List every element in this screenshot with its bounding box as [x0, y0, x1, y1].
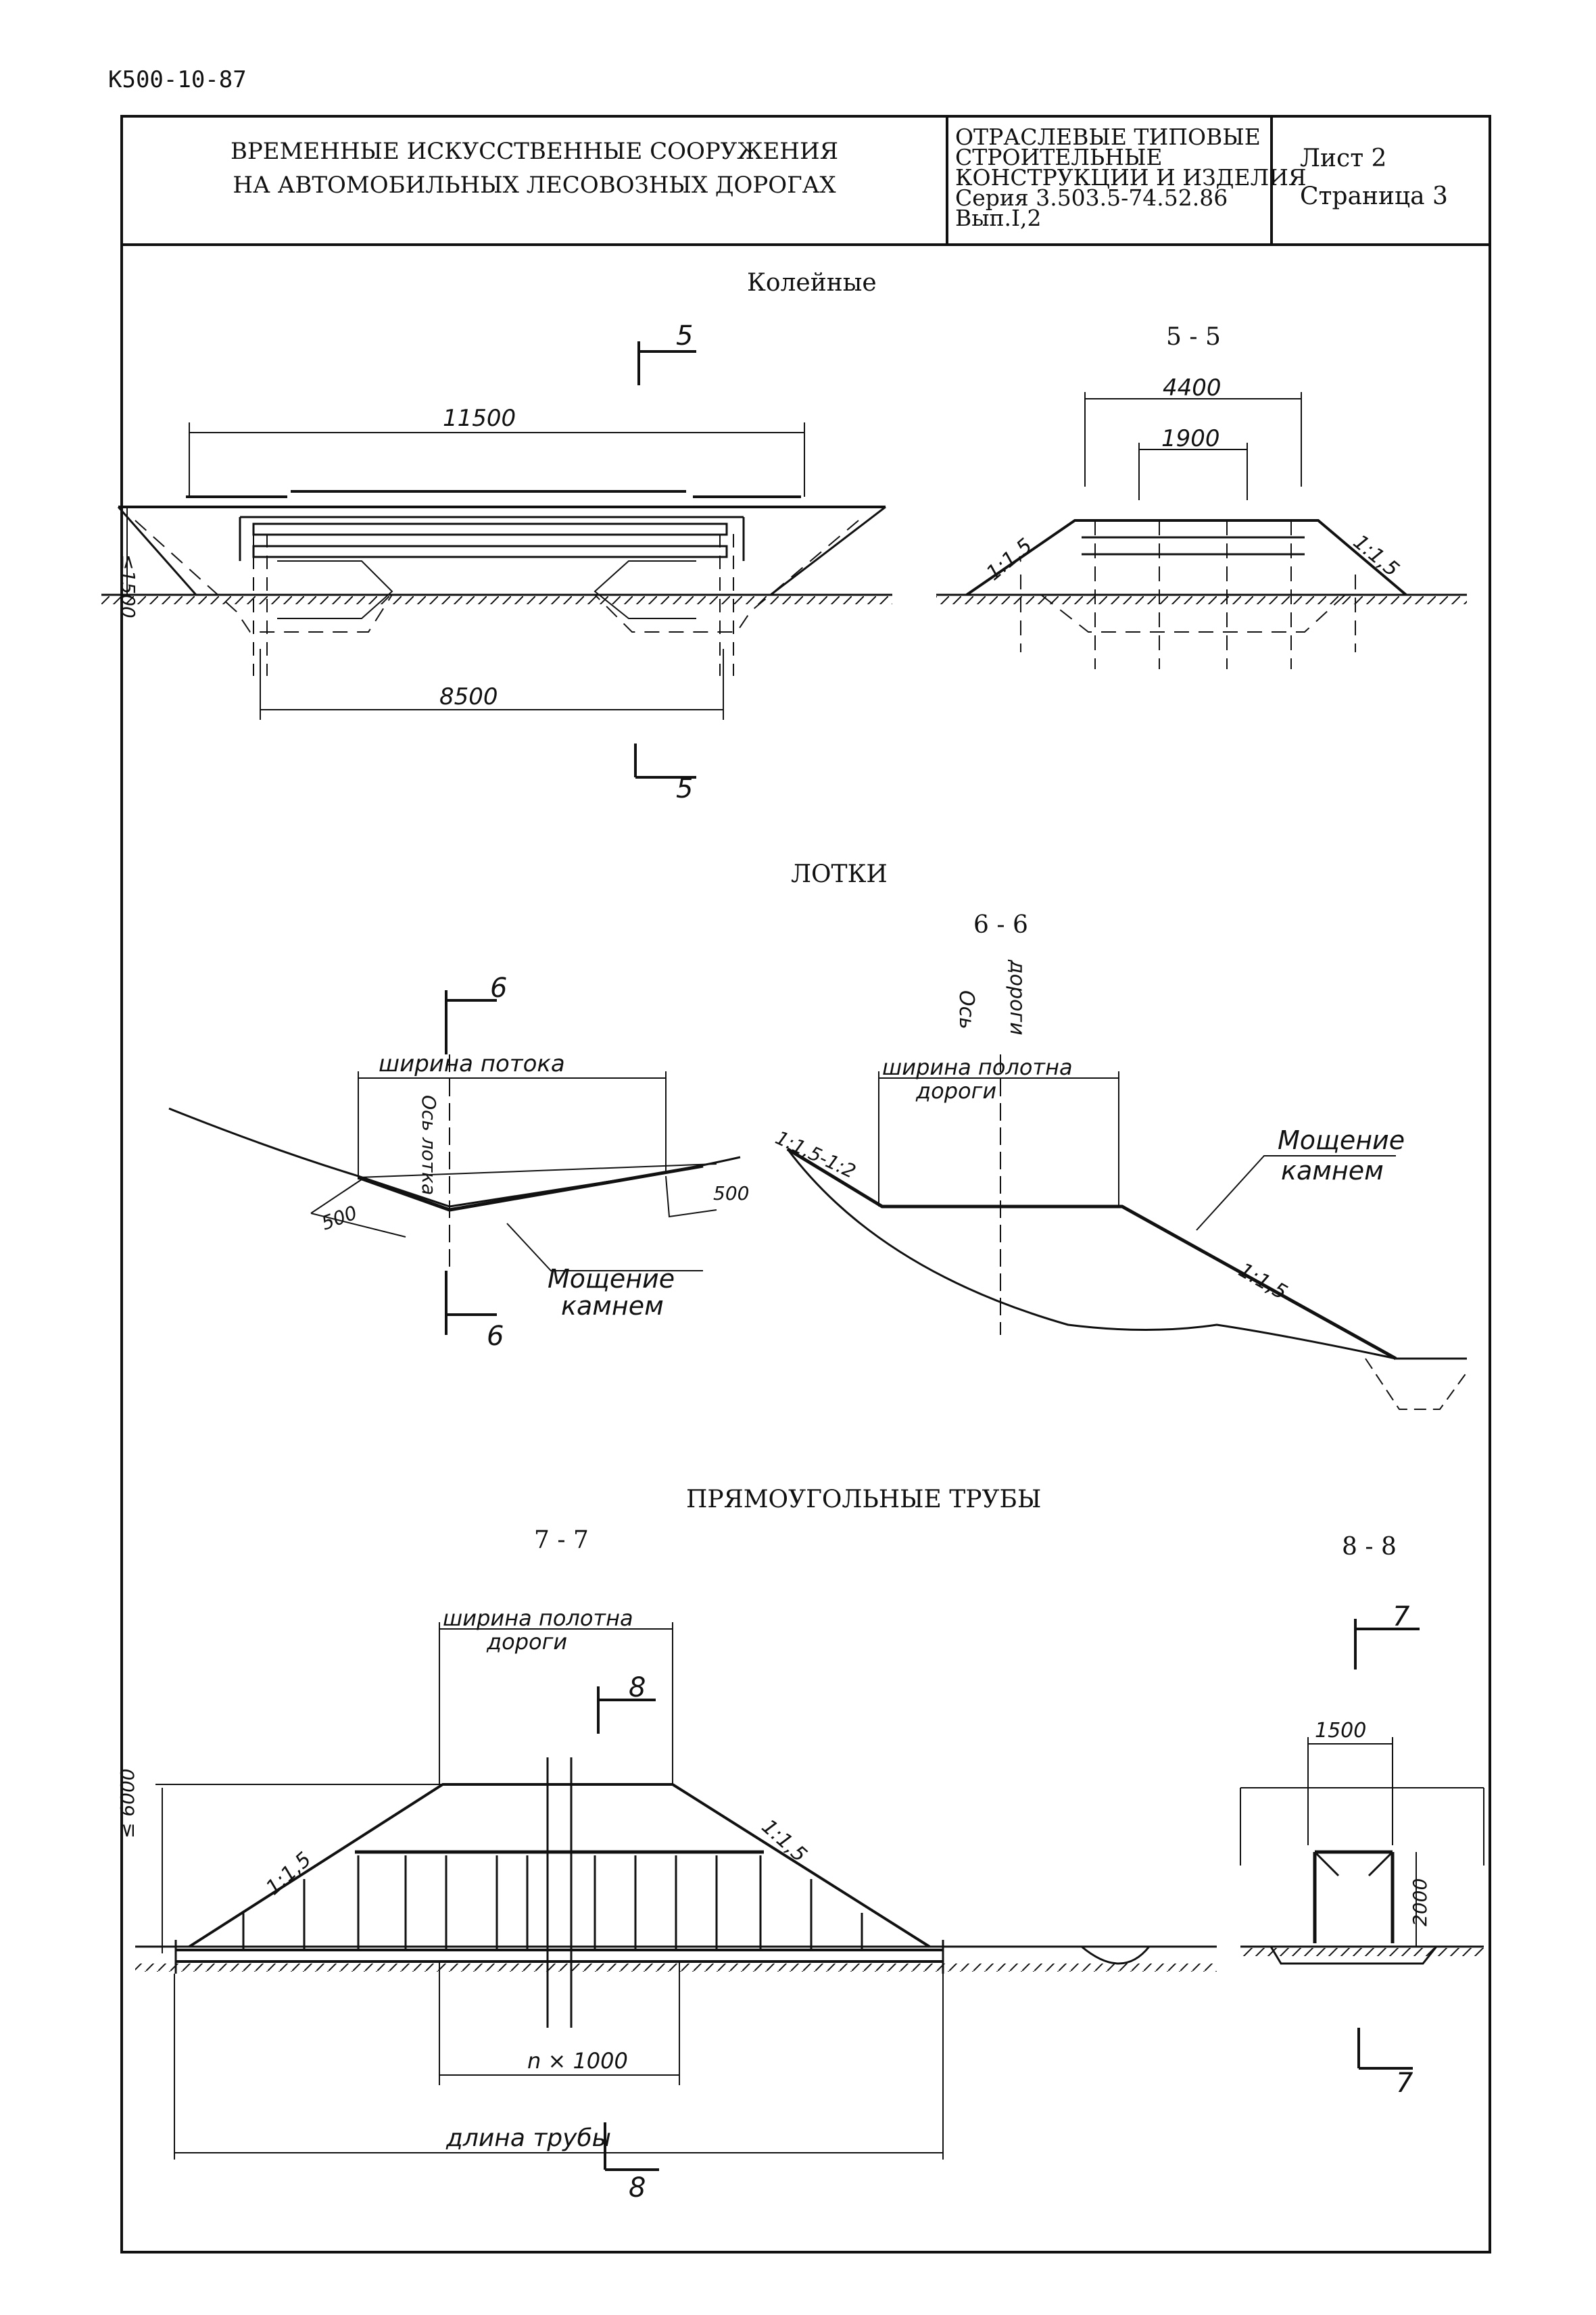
paving-label-1: Мощение — [548, 1264, 675, 1294]
cut-mark-8-bottom: 8 — [629, 2172, 646, 2203]
cut-mark-6-bottom: 6 — [487, 1321, 504, 1352]
section-label-7-7: 7 - 7 — [534, 1526, 589, 1554]
dim-height-6000: ≤ 6000 — [116, 1768, 139, 1838]
dim-1900: 1900 — [1161, 425, 1220, 452]
slope-right-7-7: 1:1,5 — [757, 1815, 812, 1867]
series-line-5: Вып.I,2 — [955, 205, 1042, 231]
cut-mark-6-top: 6 — [490, 973, 507, 1004]
pipe-length-label: длина трубы — [445, 2124, 611, 2152]
title-cell: ВРЕМЕННЫЕ ИСКУССТВЕННЫЕ СООРУЖЕНИЯ НА АВ… — [123, 118, 948, 243]
series-line-3: КОНСТРУКЦИИ И ИЗДЕЛИЯ — [955, 164, 1307, 191]
dim-500-right: 500 — [713, 1182, 749, 1204]
truby-section-8-8 — [1240, 1619, 1484, 2070]
paving-label-2: камнем — [561, 1291, 664, 1321]
title-line-1: ВРЕМЕННЫЕ ИСКУССТВЕННЫЕ СООРУЖЕНИЯ — [230, 138, 839, 165]
paving-label-6-2: камнем — [1281, 1156, 1384, 1186]
cut-mark-7-top: 7 — [1393, 1601, 1410, 1632]
ground-hatching — [101, 596, 1484, 1972]
series-line-2: СТРОИТЕЛЬНЫЕ — [955, 144, 1163, 170]
koleinye-elevation — [101, 341, 892, 779]
series-cell: ОТРАСЛЕВЫЕ ТИПОВЫЕ СТРОИТЕЛЬНЫЕ КОНСТРУК… — [948, 118, 1307, 243]
drawing-frame: ВРЕМЕННЫЕ ИСКУССТВЕННЫЕ СООРУЖЕНИЯ НА АВ… — [120, 115, 1491, 2253]
road-axis-label-1: Ось — [954, 990, 978, 1029]
cut-mark-5-bottom: 5 — [676, 773, 693, 804]
cut-mark-7-bottom: 7 — [1396, 2068, 1413, 2099]
title-line-2: НА АВТОМОБИЛЬНЫХ ЛЕСОВОЗНЫХ ДОРОГАХ — [233, 172, 836, 199]
dim-n-1000: n × 1000 — [527, 2048, 628, 2074]
dim-height-1500: ≤1500 — [117, 554, 139, 618]
slope-right-5-5: 1:1,5 — [1349, 530, 1403, 581]
roadbed-width-label-7-2: дороги — [486, 1629, 567, 1655]
section-title-truby: ПРЯМОУГОЛЬНЫЕ ТРУБЫ — [686, 1486, 1041, 1513]
dim-11500: 11500 — [443, 405, 516, 432]
page-number: Страница 3 — [1300, 182, 1448, 210]
section-title-lotki: ЛОТКИ — [791, 860, 888, 888]
cut-mark-8-top: 8 — [629, 1672, 646, 1703]
slope-label-6-left: 1:1,5-1:2 — [772, 1126, 859, 1183]
flow-width-label: ширина потока — [379, 1050, 565, 1077]
roadbed-width-label-6-1: ширина полотна — [882, 1054, 1073, 1080]
roadbed-width-label-6-2: дороги — [915, 1078, 996, 1104]
lotki-section-6-6 — [786, 1054, 1468, 1410]
lotki-section — [168, 990, 741, 1335]
tray-axis-label: Ось лотка — [418, 1095, 440, 1195]
roadbed-width-label-7-1: ширина полотна — [443, 1605, 633, 1631]
section-label-8-8: 8 - 8 — [1342, 1533, 1397, 1561]
series-line-1: ОТРАСЛЕВЫЕ ТИПОВЫЕ — [955, 124, 1261, 150]
dim-2000: 2000 — [1409, 1878, 1431, 1926]
slope-left-5-5: 1:1,5 — [982, 534, 1037, 585]
road-axis-label-2: дороги — [1005, 959, 1029, 1035]
section-title-koleinye: Колейные — [747, 269, 877, 297]
sheet-cell: Лист 2 Страница 3 — [1273, 118, 1489, 243]
koleinye-section-5-5 — [936, 392, 1467, 669]
dim-8500: 8500 — [439, 683, 498, 710]
truby-section-7-7 — [135, 1622, 1217, 2171]
dim-500-left: 500 — [318, 1201, 360, 1234]
document-code: К500-10-87 — [108, 66, 247, 93]
section-label-5-5: 5 - 5 — [1166, 323, 1221, 351]
cut-mark-5-top: 5 — [676, 320, 693, 351]
slope-left-7-7: 1:1,5 — [262, 1847, 316, 1899]
slope-label-6-right: 1:1,5 — [1234, 1259, 1291, 1305]
dim-1500: 1500 — [1315, 1719, 1366, 1743]
series-line-4: Серия 3.503.5-74.52.86 — [955, 185, 1228, 211]
section-label-6-6: 6 - 6 — [973, 911, 1028, 939]
dim-4400: 4400 — [1163, 374, 1222, 401]
title-block: ВРЕМЕННЫЕ ИСКУССТВЕННЫЕ СООРУЖЕНИЯ НА АВ… — [123, 118, 1489, 246]
paving-label-6-1: Мощение — [1278, 1125, 1405, 1155]
sheet-number: Лист 2 — [1300, 145, 1387, 172]
